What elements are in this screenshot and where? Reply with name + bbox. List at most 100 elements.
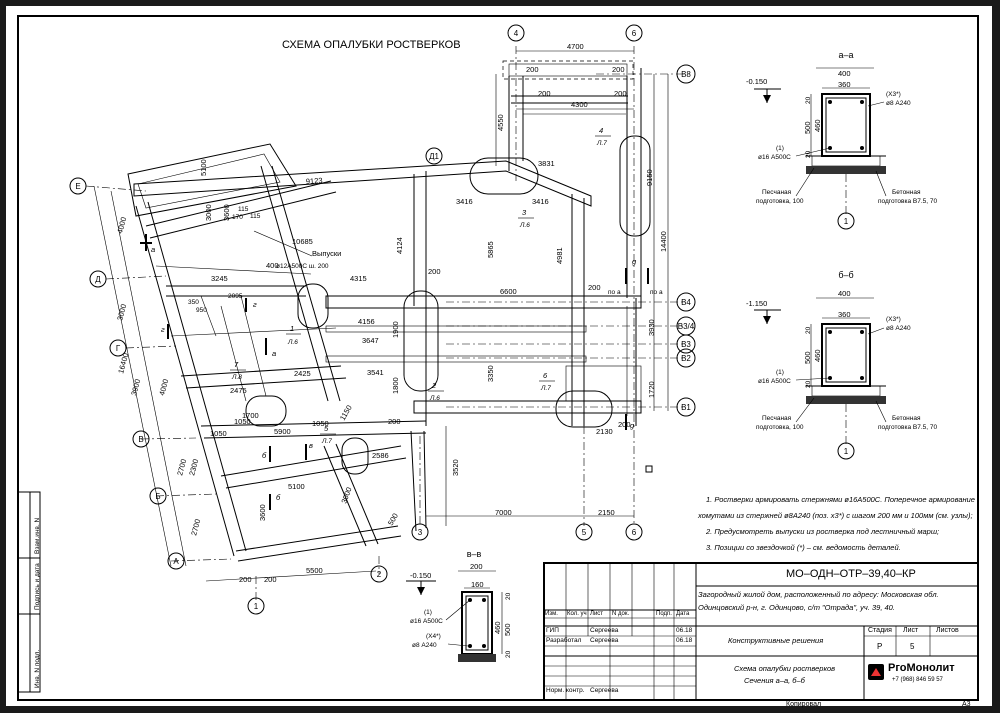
svg-text:ø16 А500С: ø16 А500С — [758, 154, 791, 161]
svg-text:200: 200 — [388, 417, 401, 426]
svg-text:4550: 4550 — [496, 114, 505, 131]
svg-text:В3/4: В3/4 — [678, 322, 695, 331]
svg-text:1050: 1050 — [210, 429, 227, 438]
svg-text:20: 20 — [505, 592, 512, 600]
svg-text:по а: по а — [650, 289, 663, 296]
svg-text:1800: 1800 — [391, 377, 400, 394]
axis-bubble-4 — [507, 24, 525, 42]
svg-text:6: 6 — [632, 29, 637, 38]
drawing-sheet: Взам.инв. N Подпись и дата Инв. N подл. … — [6, 6, 992, 708]
svg-text:200: 200 — [239, 575, 252, 584]
svg-text:1050: 1050 — [312, 419, 329, 428]
svg-text:А: А — [173, 557, 179, 566]
svg-text:7: 7 — [234, 360, 239, 369]
svg-text:10685: 10685 — [292, 237, 313, 246]
svg-text:3600: 3600 — [258, 504, 267, 521]
title-block — [543, 562, 979, 701]
svg-text:Л.6: Л.6 — [519, 222, 530, 229]
svg-text:g: g — [632, 257, 637, 266]
svg-text:ø16 А500С: ø16 А500С — [758, 378, 791, 385]
svg-text:20: 20 — [805, 96, 812, 104]
row-dev-date: 06.18 — [676, 637, 693, 644]
svg-text:3. Позиции со звездочкой (*): 3. Позиции со звездочкой (*) – см. ведом… — [706, 543, 901, 552]
row-dev-name: Сергеева — [590, 637, 619, 644]
svg-text:9123: 9123 — [306, 176, 323, 186]
svg-text:В4: В4 — [681, 298, 691, 307]
svg-text:5100: 5100 — [199, 159, 208, 176]
svg-text:(X4*): (X4*) — [426, 633, 441, 640]
svg-text:2: 2 — [377, 570, 382, 579]
svg-text:Б: Б — [155, 492, 160, 501]
svg-text:В1: В1 — [681, 403, 691, 412]
svg-text:2475: 2475 — [230, 386, 247, 395]
svg-text:-0.150: -0.150 — [746, 77, 767, 86]
svg-text:200: 200 — [612, 65, 625, 74]
svg-text:Песчаная: Песчаная — [762, 189, 792, 196]
svg-text:170: 170 — [232, 214, 243, 221]
svg-text:(1): (1) — [776, 145, 784, 152]
svg-text:4: 4 — [599, 126, 603, 135]
stamp-inv: Инв. N подл. — [34, 650, 41, 688]
svg-text:1: 1 — [254, 602, 259, 611]
svg-text:4: 4 — [514, 29, 519, 38]
svg-text:Д: Д — [95, 275, 101, 284]
col-list: Лист — [590, 611, 604, 617]
section-aa: а–а 400 360 -0.150 1 500 460 20 20 (X3*)… — [746, 50, 937, 230]
plan-right-block — [133, 60, 642, 426]
svg-text:3647: 3647 — [362, 336, 379, 345]
sheet-frame — [17, 15, 979, 701]
svg-text:14400: 14400 — [659, 231, 668, 252]
svg-text:В3: В3 — [681, 340, 691, 349]
stage-value: Р — [877, 642, 883, 651]
svg-text:3000: 3000 — [204, 204, 213, 221]
svg-text:20: 20 — [505, 650, 512, 658]
svg-text:подготовка В7.5, 70: подготовка В7.5, 70 — [878, 424, 937, 431]
axis-bubble-6-top — [625, 24, 643, 42]
svg-text:Г: Г — [116, 344, 121, 353]
svg-text:200: 200 — [614, 89, 627, 98]
svg-text:ø8 А240: ø8 А240 — [412, 642, 437, 649]
svg-text:2130: 2130 — [596, 427, 613, 436]
svg-text:4700: 4700 — [567, 42, 584, 51]
svg-text:200: 200 — [428, 267, 441, 276]
svg-text:200: 200 — [264, 575, 277, 584]
svg-text:Д1: Д1 — [429, 152, 439, 161]
svg-text:160: 160 — [471, 580, 484, 589]
svg-text:2. Предусмотреть выпуски из р: 2. Предусмотреть выпуски из ростверка по… — [705, 527, 939, 536]
svg-text:115: 115 — [250, 213, 261, 220]
svg-text:2425: 2425 — [294, 369, 311, 378]
svg-text:950: 950 — [196, 307, 207, 314]
svg-text:Песчаная: Песчаная — [762, 415, 792, 422]
svg-text:3000: 3000 — [115, 303, 128, 321]
svg-text:В: В — [138, 435, 143, 444]
svg-text:460: 460 — [493, 621, 502, 634]
svg-text:1900: 1900 — [391, 321, 400, 338]
svg-text:Бетонная: Бетонная — [892, 415, 921, 422]
svg-text:1720: 1720 — [647, 381, 656, 398]
drawing-name-2: Сечения а–а, б–б — [744, 676, 805, 685]
formwork-drawing: Взам.инв. N Подпись и дата Инв. N подл. … — [17, 15, 979, 701]
vypuski-spec: ø12А500С ш. 200 — [276, 263, 329, 270]
svg-text:1: 1 — [290, 324, 294, 333]
svg-text:-0.150: -0.150 — [410, 571, 431, 580]
svg-text:200: 200 — [588, 283, 601, 292]
format-label: А3 — [962, 701, 971, 708]
svg-text:Л.6: Л.6 — [287, 339, 298, 346]
svg-text:4124: 4124 — [395, 237, 404, 254]
svg-text:3900: 3900 — [129, 378, 142, 396]
svg-text:6600: 6600 — [500, 287, 517, 296]
svg-text:3416: 3416 — [532, 197, 549, 206]
svg-text:200: 200 — [538, 89, 551, 98]
copied-label: Копировал — [786, 701, 822, 708]
svg-text:9150: 9150 — [645, 169, 654, 186]
svg-text:3520: 3520 — [451, 459, 460, 476]
svg-text:2: 2 — [431, 381, 437, 390]
axis-bubbles: 4 6 В8 В4 В3/4 В3 В2 В1 Д1 Е Д Г В Б А 1… — [69, 24, 696, 615]
svg-text:(1): (1) — [424, 609, 432, 616]
svg-text:б: б — [262, 451, 267, 460]
address-line-1: Загородный жилой дом, расположенный по а… — [698, 590, 939, 599]
company-name: РгоМонолит — [888, 662, 955, 674]
address-line-2: Одинцовский р-н, г. Одинцово, с/т "Отрад… — [698, 603, 895, 612]
svg-text:2700: 2700 — [175, 458, 188, 476]
col-ndok: N док. — [612, 611, 630, 617]
